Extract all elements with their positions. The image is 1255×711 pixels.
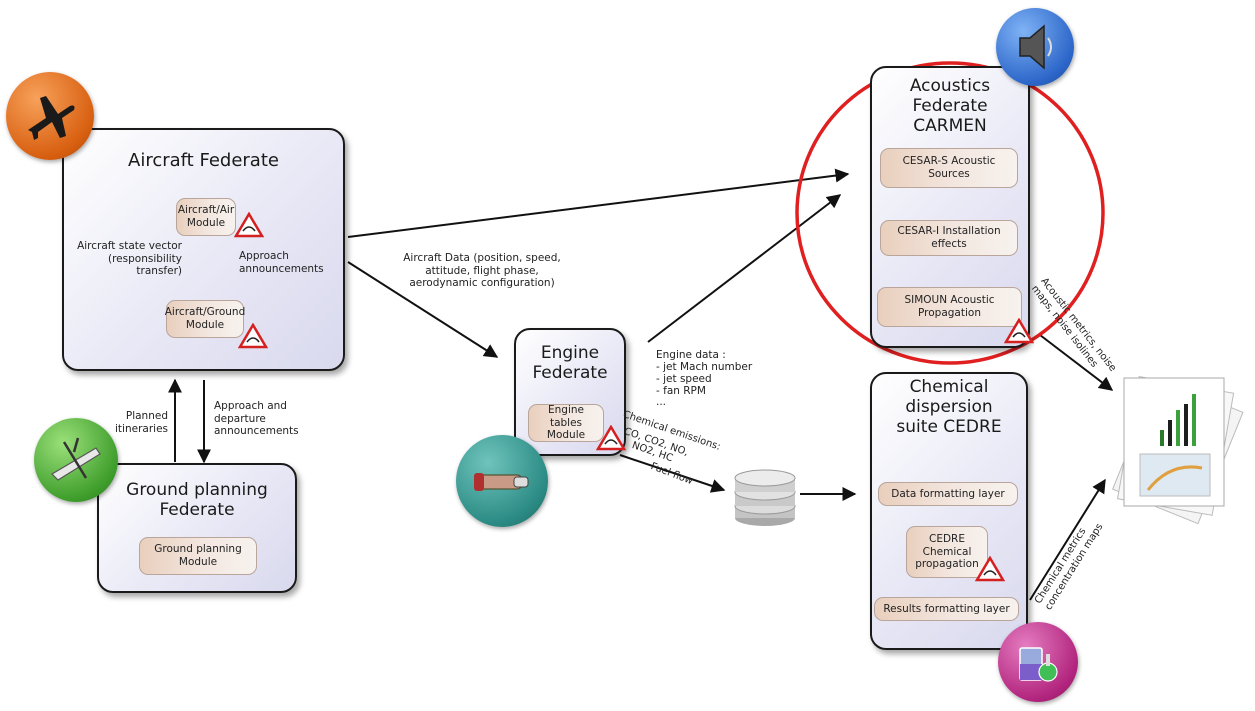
departure-announcements-label: Approach and departure announcements: [214, 400, 299, 438]
state-vector-label: Aircraft state vector (responsibility tr…: [77, 240, 182, 278]
arrow-acoustics-to-report: [1039, 334, 1114, 391]
ground-planning-module[interactable]: Ground planning Module: [139, 537, 257, 575]
warning-icon: [234, 212, 264, 238]
report-documents-icon: [1112, 375, 1244, 525]
engine-data-item: - jet Mach number: [656, 361, 753, 373]
engine-icon: [456, 435, 548, 527]
aircraft-ground-module[interactable]: Aircraft/Ground Module: [165, 300, 245, 338]
planned-itineraries-label: Planned itineraries: [115, 410, 168, 435]
warning-icon: [1004, 318, 1034, 344]
cesar-s-module[interactable]: CESAR-S Acoustic Sources: [880, 148, 1018, 188]
arrow-chemical-to-report: [1029, 478, 1106, 601]
simoun-module[interactable]: SIMOUN Acoustic Propagation: [877, 287, 1022, 327]
engine-federate-title: Engine Federate: [532, 343, 608, 384]
arrow-aircraft-to-acoustics: [347, 168, 850, 238]
engine-data-title: Engine data :: [656, 349, 726, 361]
engine-data-item: - jet speed: [656, 373, 712, 385]
results-formatting-module[interactable]: Results formatting layer: [874, 597, 1019, 621]
aircraft-federate-title: Aircraft Federate: [128, 150, 279, 171]
chemical-suite-title: Chemical dispersion suite CEDRE: [896, 377, 1002, 438]
database-icon: [734, 469, 796, 526]
acoustics-highlight-circle: [795, 61, 1105, 365]
warning-icon: [238, 323, 268, 349]
ground-federate-title: Ground planning Federate: [126, 480, 268, 521]
engine-tables-module[interactable]: Engine tables Module: [528, 404, 604, 442]
approach-announcements-label: Approach announcements: [239, 250, 324, 275]
airport-icon: [34, 418, 118, 502]
acoustics-federate-title: Acoustics Federate CARMEN: [909, 76, 991, 137]
data-formatting-module[interactable]: Data formatting layer: [878, 482, 1018, 506]
arrow-engine-to-database: [619, 454, 726, 493]
arrow-engine-to-acoustics: [647, 194, 842, 343]
chemistry-icon: [998, 622, 1078, 702]
warning-icon: [975, 556, 1005, 582]
airplane-icon: [6, 72, 94, 160]
speaker-icon: [996, 8, 1074, 86]
cesar-i-module[interactable]: CESAR-I Installation effects: [880, 220, 1018, 256]
aircraft-data-label: Aircraft Data (position, speed, attitude…: [403, 252, 561, 290]
warning-icon: [596, 425, 626, 451]
cedre-module[interactable]: CEDRE Chemical propagation: [906, 526, 988, 578]
aircraft-federate-box: Aircraft Federate: [62, 128, 345, 371]
arrow-aircraft-to-engine: [347, 261, 499, 358]
aircraft-air-module[interactable]: Aircraft/Air Module: [176, 198, 236, 236]
engine-data-item: ...: [656, 396, 667, 408]
engine-data-item: - fan RPM: [656, 385, 706, 397]
